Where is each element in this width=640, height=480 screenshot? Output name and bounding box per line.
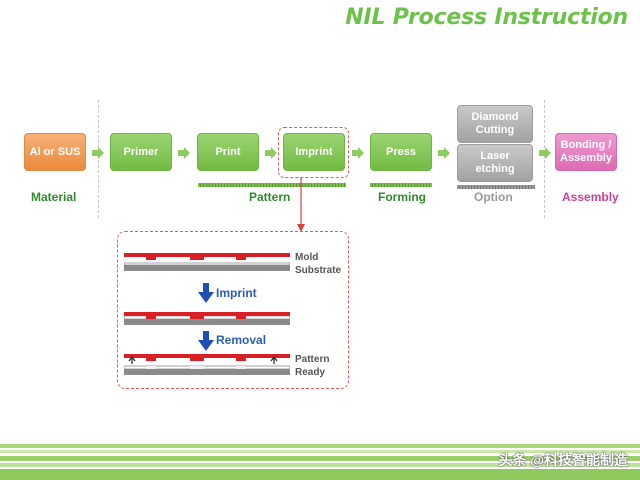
arrow-right-icon bbox=[438, 147, 450, 159]
category-option: Option bbox=[474, 190, 513, 204]
pattern-underline bbox=[198, 183, 346, 187]
category-assembly: Assembly bbox=[562, 190, 619, 204]
footer-band bbox=[0, 450, 640, 453]
step-diamond-cutting: Diamond Cutting bbox=[457, 105, 533, 143]
label-removal: Removal bbox=[216, 333, 267, 347]
arrow-right-icon bbox=[539, 147, 551, 159]
divider-2 bbox=[544, 100, 545, 218]
arrow-right-icon bbox=[178, 147, 190, 159]
option-underline bbox=[457, 185, 535, 189]
footer-band bbox=[0, 463, 640, 467]
pattern-ready-diagram bbox=[124, 354, 290, 375]
imprint-detail-panel bbox=[117, 231, 349, 389]
category-forming: Forming bbox=[378, 190, 426, 204]
mold-substrate-diagram bbox=[124, 253, 290, 271]
label-imprint: Imprint bbox=[216, 286, 257, 300]
page-title: NIL Process Instruction bbox=[345, 5, 628, 30]
arrow-right-icon bbox=[92, 147, 104, 159]
step-print: Print bbox=[197, 133, 259, 171]
process-down-arrow-icon bbox=[198, 283, 214, 303]
step-laser-etching: Laser etching bbox=[457, 144, 533, 182]
step-press: Press bbox=[370, 133, 432, 171]
step-primer: Primer bbox=[110, 133, 172, 171]
step-bonding-assembly: Bonding / Assembly bbox=[555, 133, 617, 171]
step-imprint: Imprint bbox=[283, 133, 345, 171]
imprint-diagram bbox=[124, 312, 290, 325]
footer-band bbox=[0, 456, 640, 461]
label-mold-substrate: Mold Substrate bbox=[295, 252, 342, 276]
connector-arrow bbox=[297, 178, 305, 232]
footer-band bbox=[0, 444, 640, 448]
divider-1 bbox=[98, 100, 99, 218]
label-pattern-ready: Pattern Ready bbox=[295, 354, 330, 378]
forming-underline bbox=[370, 183, 432, 187]
watermark-text: 头条 @科技智能制造 bbox=[498, 452, 628, 468]
footer-band bbox=[0, 469, 640, 480]
category-material: Material bbox=[31, 190, 77, 204]
imprint-highlight-frame bbox=[278, 127, 349, 178]
arrow-right-icon bbox=[352, 147, 364, 159]
step-material: Al or SUS bbox=[24, 133, 86, 171]
category-pattern: Pattern bbox=[249, 190, 291, 204]
process-down-arrow-icon bbox=[198, 331, 214, 351]
arrow-right-icon bbox=[265, 147, 277, 159]
